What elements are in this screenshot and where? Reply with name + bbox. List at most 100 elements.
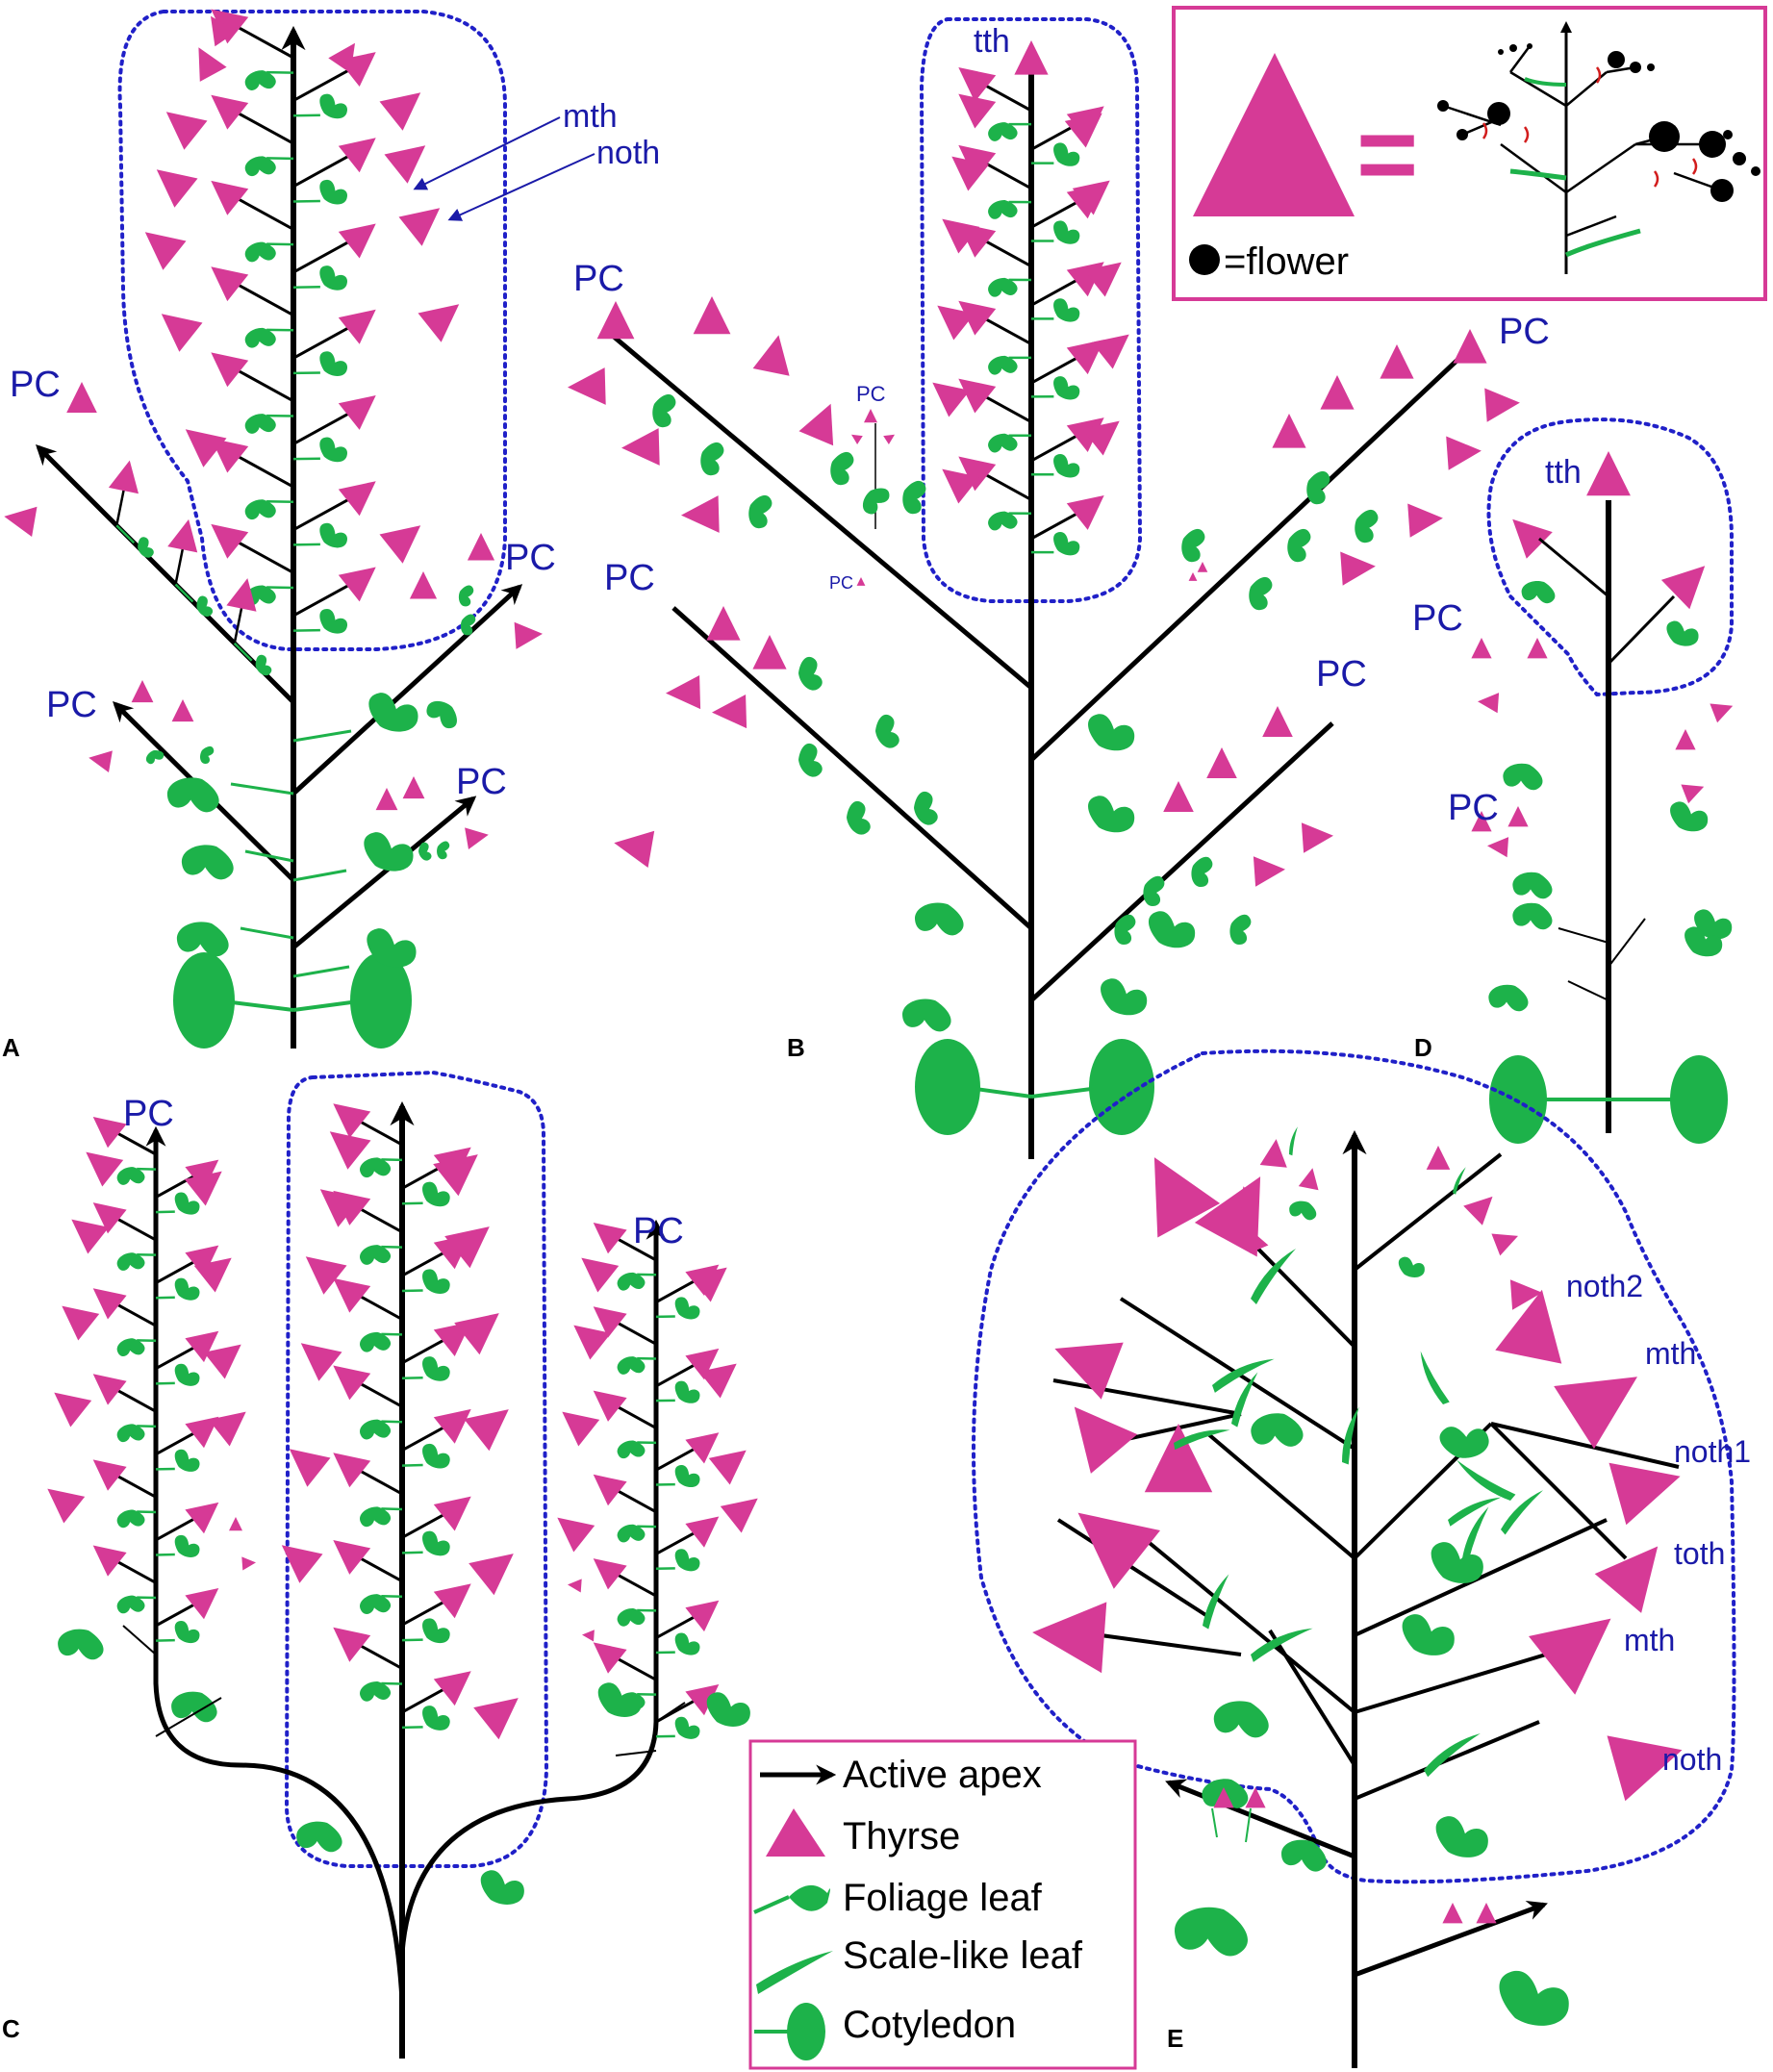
thyrse — [1054, 1342, 1124, 1400]
thyrse-icon — [1193, 53, 1355, 216]
foliage-leaf — [422, 1530, 450, 1556]
leaf-blade — [1053, 531, 1080, 556]
leaf-blade — [200, 745, 215, 764]
leaf-blade — [1229, 914, 1252, 945]
scale-leaf-blade — [1448, 1497, 1502, 1527]
foliage-leaf — [1101, 978, 1148, 1016]
inflo-stem — [1673, 171, 1723, 192]
mth-label: mth — [563, 98, 618, 135]
thyrse — [1463, 1196, 1493, 1226]
leaf-blade — [1191, 856, 1213, 887]
scale-leaf — [1251, 1628, 1313, 1662]
branchlet — [401, 1685, 449, 1714]
foliage-leaf — [1521, 581, 1556, 604]
foliage-leaf — [360, 1419, 392, 1440]
thyrse — [229, 1517, 242, 1531]
noth-label: noth — [1662, 1742, 1722, 1777]
thyrse — [305, 1256, 347, 1295]
branchlet — [292, 323, 354, 360]
foliage-leaf — [244, 414, 276, 434]
foliage-leaf — [1694, 909, 1733, 940]
thyrse — [185, 1588, 219, 1620]
leaf-blade — [58, 1629, 104, 1660]
branchlet — [292, 152, 354, 189]
leaf-blade — [319, 179, 348, 205]
thyrse — [1298, 1168, 1319, 1191]
leaf-blade — [1053, 454, 1080, 478]
petiole — [292, 869, 347, 882]
thyrse — [1081, 420, 1120, 456]
thyrse — [752, 335, 790, 376]
branchlet — [113, 1215, 157, 1242]
branchlet — [655, 1529, 699, 1555]
leaf-blade — [597, 1682, 642, 1717]
flower-icon — [1189, 244, 1220, 275]
leaf-blade — [319, 608, 348, 634]
leaf-blade — [458, 585, 474, 607]
thyrse — [958, 67, 997, 102]
leaf-blade — [1512, 902, 1553, 930]
thyrse — [1066, 495, 1104, 530]
thyrse — [1471, 638, 1492, 659]
foliage-leaf — [1053, 142, 1080, 166]
leaf-blade — [244, 414, 276, 434]
petiole — [401, 1289, 423, 1293]
panel-b-branch-1 — [612, 335, 1033, 690]
panel-a-branch-1 — [36, 444, 295, 704]
leaf-blade — [460, 614, 476, 636]
petiole — [115, 524, 136, 544]
legend-label: Active apex — [843, 1754, 1042, 1796]
foliage-leaf — [360, 1506, 392, 1528]
foliage-leaf — [1512, 872, 1553, 899]
pc-label: PC — [1316, 654, 1367, 695]
leaf-blade — [176, 922, 229, 957]
cotyledon — [1670, 1055, 1728, 1144]
thyrse — [942, 218, 980, 254]
branchlet — [980, 237, 1032, 268]
foliage-leaf — [58, 1629, 104, 1660]
noth-pointer — [447, 153, 595, 221]
thyrse — [1144, 1424, 1213, 1493]
branchlet — [113, 1301, 157, 1327]
leaf-blade — [174, 1534, 200, 1558]
thyrse — [568, 367, 606, 405]
thyrse — [1529, 1618, 1611, 1695]
foliage-leaf — [1281, 1839, 1327, 1872]
foliage-leaf — [915, 902, 964, 936]
leaf-blade — [422, 1181, 450, 1207]
foliage-leaf-icon — [753, 1884, 830, 1914]
thyrse — [1380, 344, 1414, 379]
panel-b-branch-3 — [671, 606, 1033, 930]
thyrse — [467, 533, 495, 561]
branchlet — [1608, 918, 1646, 968]
foliage-leaf — [1398, 1256, 1425, 1277]
thyrse — [86, 1151, 124, 1187]
thyrse — [319, 1189, 362, 1227]
legend-label: Cotyledon — [843, 2004, 1016, 2046]
thyrse — [454, 1313, 499, 1355]
thyrse — [689, 1267, 727, 1302]
cotyledon — [350, 952, 412, 1049]
leaf-blade — [988, 200, 1018, 219]
thyrse — [1509, 1279, 1542, 1310]
scale-leaf — [1203, 1574, 1229, 1630]
foliage-leaf — [1435, 1816, 1488, 1857]
thyrse — [92, 1288, 127, 1320]
leaf-blade — [617, 1440, 646, 1459]
pc-label: PC — [1499, 312, 1550, 352]
foliage-leaf — [988, 511, 1018, 531]
thyrse — [1484, 388, 1520, 422]
leaf-blade — [116, 1595, 145, 1614]
petiole — [240, 926, 294, 940]
scale-leaf-blade — [1342, 1406, 1359, 1465]
thyrse — [333, 1103, 371, 1139]
thyrse — [1681, 784, 1705, 804]
thyrse — [211, 15, 238, 47]
thyrse — [1491, 1233, 1518, 1256]
petiole — [1211, 1807, 1218, 1838]
panel-letter: A — [2, 1033, 20, 1062]
leaf-blade — [116, 1509, 145, 1529]
thyrse — [1426, 1146, 1451, 1170]
flower — [1487, 102, 1510, 125]
scale-leaf — [1174, 1429, 1230, 1451]
